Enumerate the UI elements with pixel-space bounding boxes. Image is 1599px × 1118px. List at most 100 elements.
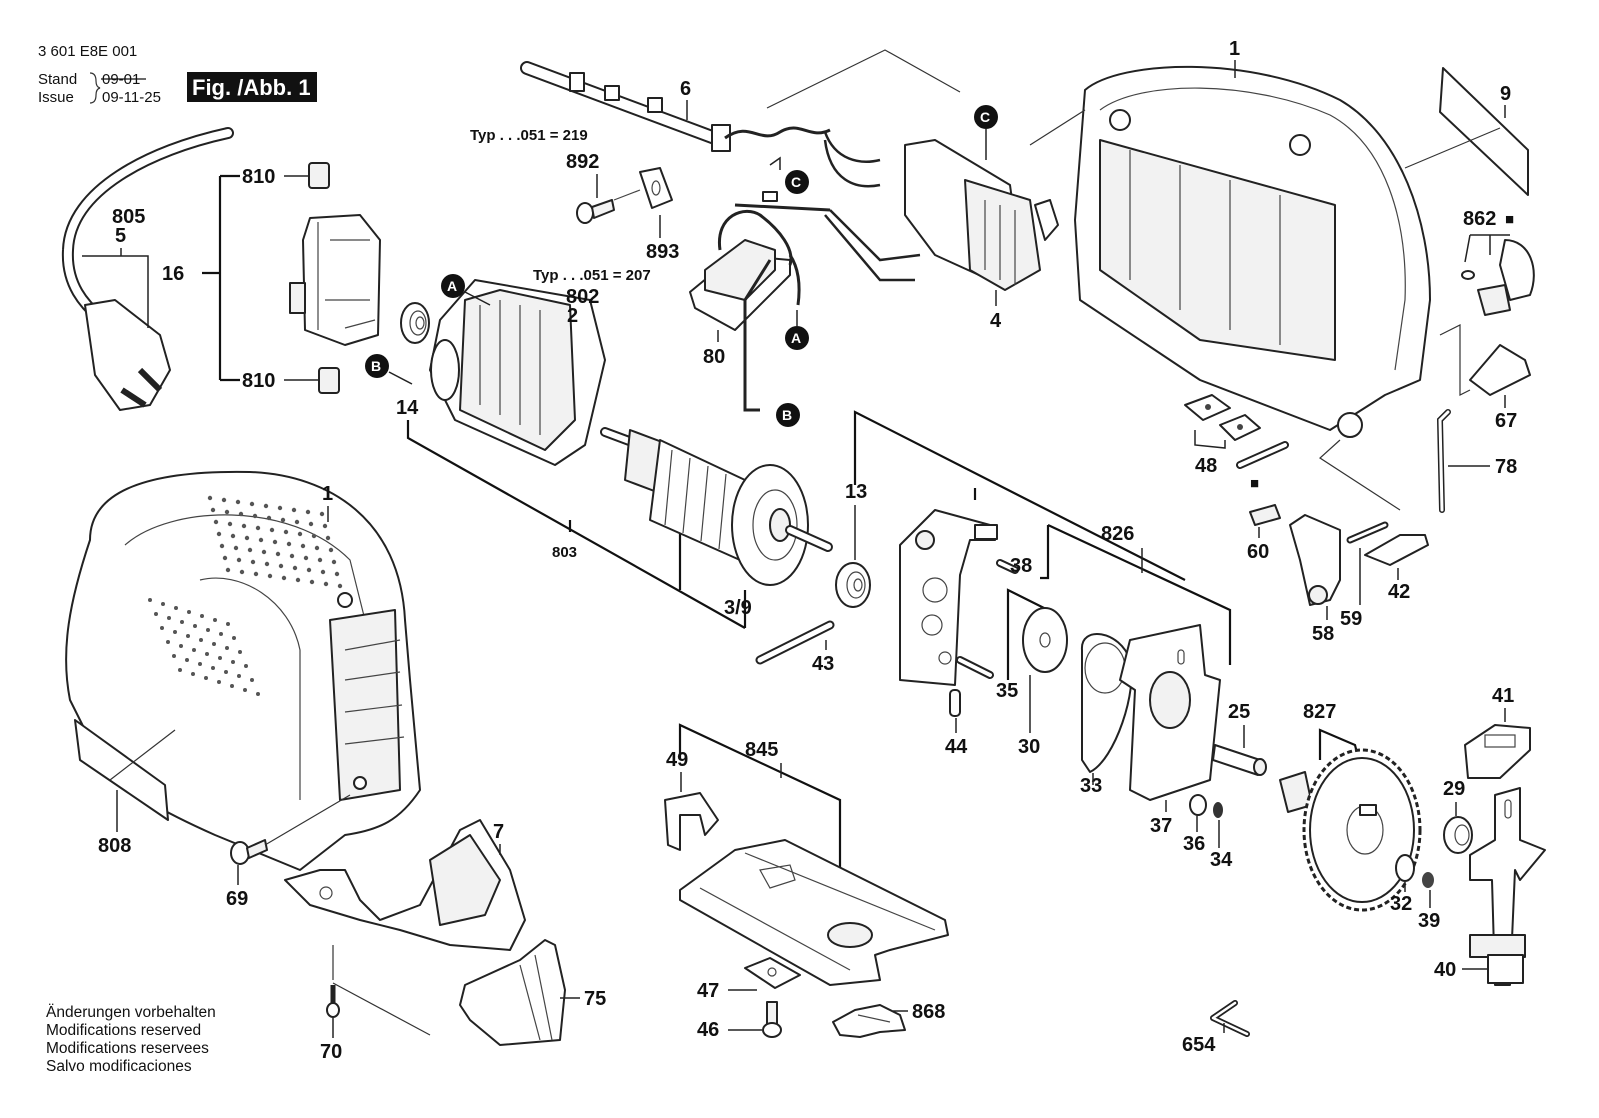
- vent-dot: [311, 533, 317, 539]
- vent-dot: [211, 666, 215, 670]
- vent-dot: [300, 543, 306, 549]
- ref-marker-b-left: B: [365, 354, 413, 385]
- vent-dot: [173, 630, 177, 634]
- vent-dot: [261, 549, 267, 555]
- ref-marker-c-left: C: [762, 156, 809, 202]
- vent-dot: [325, 535, 331, 541]
- label-6: 6: [680, 78, 691, 100]
- label-810-top: 810: [242, 166, 275, 188]
- screw-70-part: [326, 985, 340, 1018]
- label-34: 34: [1210, 849, 1233, 871]
- vent-dot: [160, 626, 164, 630]
- vent-dot: [277, 505, 283, 511]
- vent-dot: [250, 559, 256, 565]
- label-893: 893: [646, 241, 679, 263]
- vent-dot: [319, 511, 325, 517]
- vent-dot: [308, 521, 314, 527]
- vent-dot: [309, 579, 315, 585]
- brush-holder-part: [289, 214, 381, 346]
- square-marker-48: ■: [1250, 475, 1259, 492]
- nameplate-9-part: [1439, 67, 1529, 196]
- housing-shell-right-part: [1074, 65, 1431, 438]
- label-805: 805: [112, 206, 145, 228]
- label-43: 43: [812, 653, 834, 675]
- vent-dot: [219, 543, 225, 549]
- label-5: 5: [115, 225, 126, 247]
- label-69: 69: [226, 888, 248, 910]
- label-67: 67: [1495, 410, 1517, 432]
- vent-dot: [192, 648, 196, 652]
- vent-dot: [205, 652, 209, 656]
- wire-rod-78-part: [1436, 409, 1451, 513]
- vent-dot: [221, 497, 227, 503]
- svg-text:A: A: [791, 330, 801, 346]
- label-foil-808-part: [74, 719, 169, 821]
- label-40: 40: [1434, 959, 1456, 981]
- label-29: 29: [1443, 778, 1465, 800]
- part-number: 3 601 E8E 001: [38, 43, 137, 60]
- label-48: 48: [1195, 455, 1217, 477]
- vent-dot: [200, 614, 204, 618]
- carbon-brush-top-part: [308, 162, 330, 189]
- guide-block-41-part: [1464, 724, 1531, 779]
- screw-892-part: [576, 199, 615, 224]
- vent-dot: [218, 656, 222, 660]
- gear-housing-plate-part: [899, 509, 998, 686]
- clamp-893-part: [613, 167, 673, 209]
- vent-dot: [210, 507, 216, 513]
- label-654: 654: [1182, 1034, 1216, 1056]
- vent-dot: [219, 632, 223, 636]
- label-827: 827: [1303, 701, 1336, 723]
- screw-69-part: [230, 839, 268, 865]
- vent-dot: [250, 678, 254, 682]
- bushing-29-part: [1443, 816, 1473, 854]
- label-892: 892: [566, 151, 599, 173]
- label-25: 25: [1228, 701, 1250, 723]
- vent-dot: [238, 511, 244, 517]
- vent-dot: [244, 535, 250, 541]
- pin-48-part: [1236, 441, 1289, 469]
- vent-dot: [207, 495, 213, 501]
- label-38: 38: [1010, 555, 1032, 577]
- vent-dot: [187, 610, 191, 614]
- vent-dot: [199, 638, 203, 642]
- vent-dot: [198, 662, 202, 666]
- label-30: 30: [1018, 736, 1040, 758]
- lock-button-862-part: [1461, 239, 1535, 316]
- vent-dot: [283, 529, 289, 535]
- vent-dot: [232, 636, 236, 640]
- vent-dot: [292, 565, 298, 571]
- vent-dot: [266, 515, 272, 521]
- label-7: 7: [493, 821, 504, 843]
- clamp-plate-47-part: [744, 957, 801, 989]
- pin-25-part: [1212, 744, 1267, 776]
- vent-dot: [252, 513, 258, 519]
- washer-30-part: [1022, 607, 1068, 673]
- hex-key-654-part: [1210, 1000, 1250, 1037]
- vent-dot: [281, 575, 287, 581]
- pin-35-part: [956, 656, 994, 679]
- label-802: 802: [566, 286, 599, 308]
- vent-dot: [161, 602, 165, 606]
- vent-dot: [267, 573, 273, 579]
- pin-44-part: [949, 689, 961, 717]
- felt-pad-48b-part: [1219, 414, 1261, 441]
- vent-dot: [337, 583, 343, 589]
- ref-marker-b-right: B: [776, 403, 800, 427]
- vent-dot: [275, 551, 281, 557]
- vent-dot: [314, 545, 320, 551]
- label-803: 803: [552, 544, 577, 561]
- svg-text:B: B: [782, 407, 792, 423]
- label-808: 808: [98, 835, 131, 857]
- label-3-9: 3/9: [724, 597, 752, 619]
- label-9: 9: [1500, 83, 1511, 105]
- vent-dot: [166, 640, 170, 644]
- ball-bearing-14-part: [400, 302, 430, 344]
- vent-dots: [148, 495, 343, 696]
- gear-827-part: [1302, 748, 1422, 912]
- washer-36-part: [1189, 794, 1207, 816]
- vent-dot: [334, 571, 340, 577]
- label-810-bottom: 810: [242, 370, 275, 392]
- figure-badge-bg: [187, 72, 317, 102]
- note-de: Änderungen vorbehalten: [46, 1004, 216, 1021]
